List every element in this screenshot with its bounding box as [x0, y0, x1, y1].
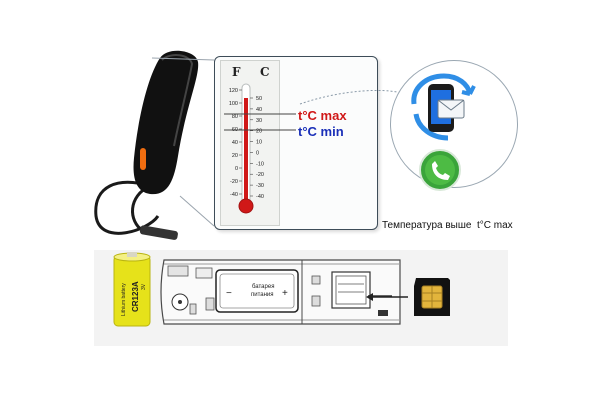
- f-scale-tick-label: 40: [232, 140, 238, 146]
- f-scale-tick-label: 0: [235, 166, 238, 172]
- thermometer-device: [88, 46, 218, 246]
- battery-brand: Lithium battery: [121, 283, 127, 316]
- thermometer-mercury: [244, 98, 248, 200]
- c-scale-tick-label: 40: [256, 107, 262, 113]
- c-scale-tick-label: 30: [256, 118, 262, 124]
- thermometer-bulb: [238, 198, 254, 214]
- sim-card-icon: [412, 276, 452, 318]
- svg-text:−: −: [226, 288, 232, 299]
- unit-c-label: C: [260, 65, 270, 79]
- c-scale: 50 40 30 20 10 0 -10 -20 -30 -40: [250, 96, 264, 200]
- c-scale-tick-label: -20: [256, 172, 264, 178]
- sim-insert-arrow: [366, 292, 410, 302]
- zoom-connector: [150, 56, 220, 236]
- c-scale-tick-label: 20: [256, 129, 262, 135]
- svg-text:+: +: [282, 288, 288, 299]
- compartment-label-line1: батарея: [252, 284, 274, 290]
- notification-caption: Температура выше t°C max: [382, 220, 513, 231]
- c-scale-tick-label: -30: [256, 183, 264, 189]
- unit-f-label: F: [232, 65, 241, 79]
- c-scale-tick-label: 50: [256, 96, 262, 102]
- phone-call-icon: [418, 148, 462, 192]
- battery-voltage: 3V: [141, 283, 147, 290]
- f-scale-tick-label: 100: [229, 101, 238, 107]
- max-threshold-label: t°C max: [298, 108, 347, 123]
- c-scale-tick-label: 10: [256, 140, 262, 146]
- battery-model: CR123A: [131, 281, 140, 312]
- device-enclosure: − + батарея питания: [156, 254, 406, 330]
- c-scale-tick-label: -40: [256, 194, 264, 200]
- f-scale-tick-label: 80: [232, 114, 238, 120]
- min-threshold-label: t°C min: [298, 124, 344, 139]
- f-scale-tick-label: 120: [229, 88, 238, 94]
- f-scale-tick-label: -40: [230, 192, 238, 198]
- f-scale-tick-label: -20: [230, 179, 238, 185]
- f-scale-tick-label: 20: [232, 153, 238, 159]
- phone-sms-icon: [408, 70, 478, 144]
- c-scale-tick-label: 0: [256, 150, 259, 156]
- battery: CR123A Lithium battery 3V: [110, 250, 154, 330]
- compartment-label-line2: питания: [251, 292, 274, 298]
- c-scale-tick-label: -10: [256, 161, 264, 167]
